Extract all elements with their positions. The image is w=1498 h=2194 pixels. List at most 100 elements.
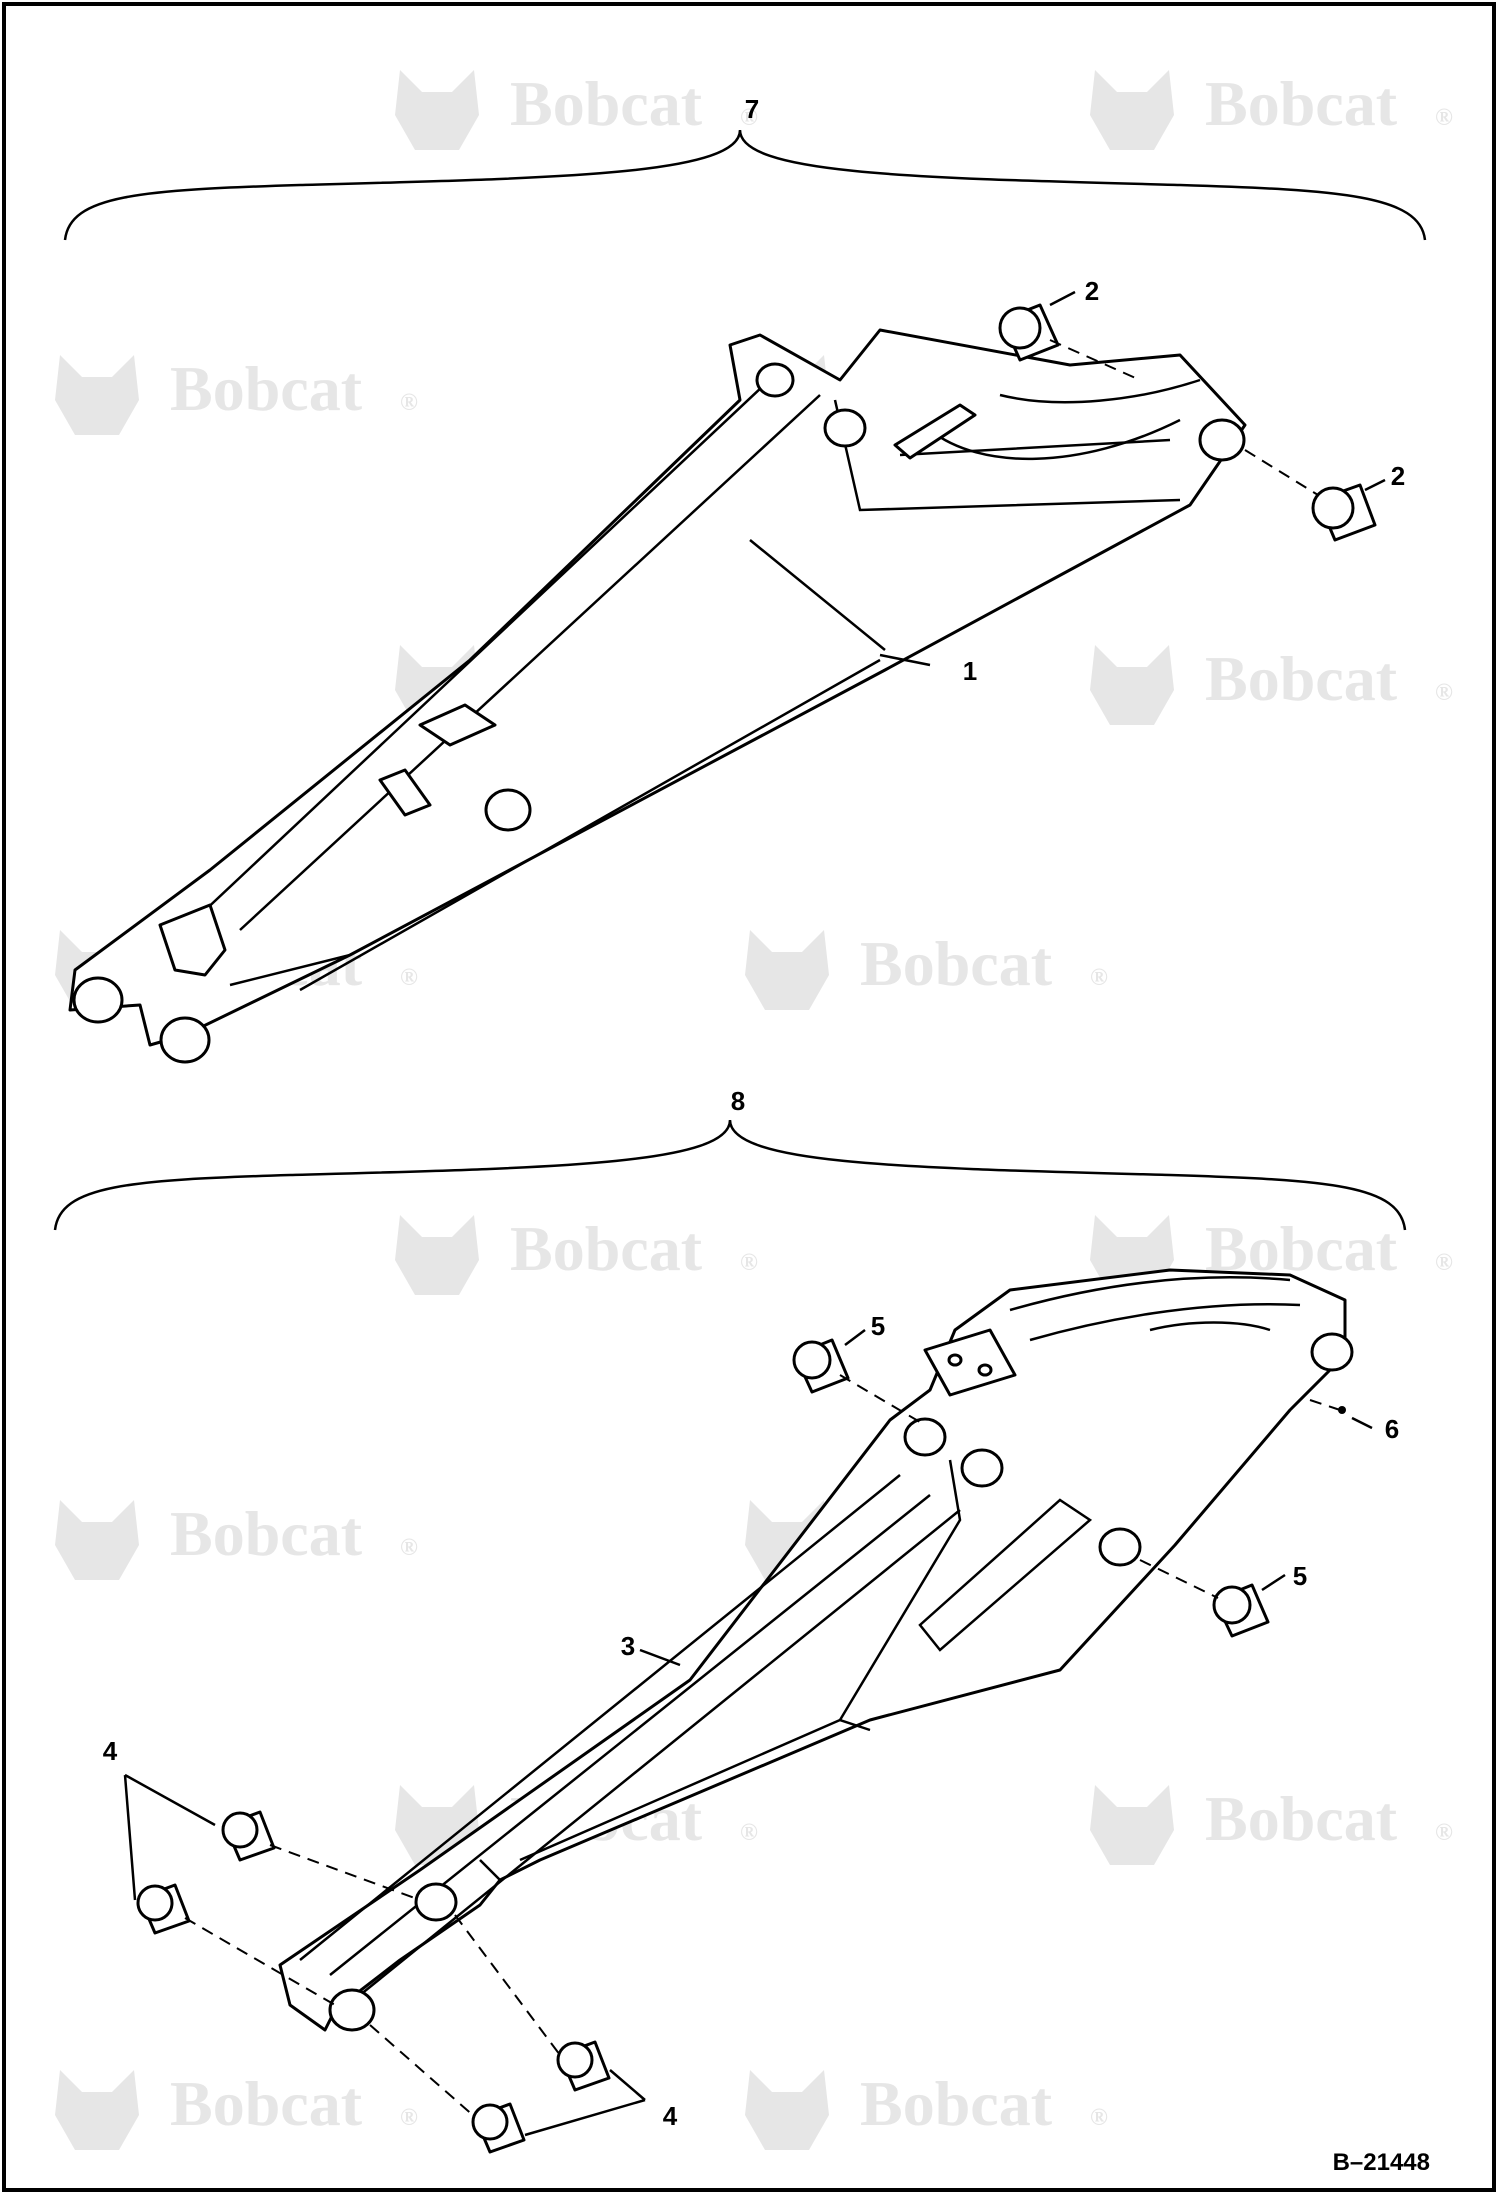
bushing-5-top-axis — [839, 1374, 926, 1426]
watermark-tile: Bobcat® — [1090, 68, 1453, 150]
callout-1: 1 — [963, 656, 977, 686]
watermark-emblem-icon — [745, 2070, 829, 2150]
boom-1-mid-bushing — [484, 788, 532, 832]
watermark-tile: Bobcat ® — [55, 1498, 418, 1580]
watermark-emblem-icon — [1090, 1785, 1174, 1865]
watermark-tile: Bobcat ® — [395, 1213, 758, 1295]
arm-3-end-pivot — [1310, 1332, 1354, 1372]
callout-2b: 2 — [1391, 461, 1405, 491]
bushing-5-top — [792, 1338, 850, 1394]
watermark-emblem-icon — [395, 1215, 479, 1295]
bushing-4-b — [136, 1883, 191, 1935]
boom-1-end-bracket — [158, 903, 227, 977]
watermark-tile: Bobcat ® — [1090, 1783, 1453, 1865]
watermark-tile: Bobcat ® — [1090, 643, 1453, 725]
callout-2a: 2 — [1085, 276, 1099, 306]
watermark-brand: Bobcat — [170, 1498, 363, 1569]
watermark-brand: Bobcat — [860, 2068, 1053, 2139]
bushing-5-bottom — [1212, 1583, 1270, 1638]
watermark-mark: ® — [1435, 1250, 1453, 1276]
callout-4a-leader — [123, 1773, 216, 1901]
watermark-brand: Bobcat — [510, 1213, 703, 1284]
document-number: B–21448 — [1333, 2149, 1430, 2176]
boom-1-bottom-edge — [229, 658, 881, 992]
callout-6-leader — [1351, 1416, 1373, 1430]
watermark-brand: Bobcat — [860, 928, 1053, 999]
arm-3-body — [278, 1268, 1347, 2032]
watermark-tile: Bobcat ® — [745, 2068, 1108, 2150]
boom-1-end-pivot — [1198, 418, 1246, 462]
bushing-4-c — [556, 2040, 611, 2092]
watermark-mark: ® — [1090, 965, 1108, 991]
boom-1-foot-pivot-left — [72, 976, 124, 1024]
arm-3-foot-pivot — [328, 1988, 376, 2032]
callout-3: 3 — [621, 1631, 635, 1661]
callout-4a: 4 — [103, 1736, 118, 1766]
arm-3-tab-hole-2 — [977, 1363, 993, 1377]
boom-1-top-pivot — [755, 362, 795, 398]
assembly-7-callout: 7 — [745, 94, 759, 124]
watermark-emblem-icon — [55, 355, 139, 435]
watermark-brand: Bobcat — [1205, 68, 1398, 139]
callout-5b-leader — [1261, 1573, 1286, 1592]
arm-3-mid-bushing — [414, 1882, 458, 1922]
part-6-axis — [1309, 1399, 1341, 1411]
callout-1-leader — [879, 653, 931, 667]
watermark-brand: Bobcat — [1205, 643, 1398, 714]
callout-2b-leader — [1364, 478, 1386, 492]
arm-3-lower-edge — [479, 1718, 841, 1881]
watermark-mark: ® — [740, 105, 758, 131]
watermark-emblem-icon — [395, 70, 479, 150]
boom-1-foot-pivot-right — [159, 1016, 211, 1064]
watermark-mark: ® — [740, 1250, 758, 1276]
bushing-2-right-axis — [1244, 449, 1319, 496]
arm-3-head-pivot-left — [903, 1417, 947, 1457]
watermark-brand: Bobcat — [170, 353, 363, 424]
callout-4b: 4 — [663, 2101, 678, 2131]
watermark-brand: Bobcat — [510, 68, 703, 139]
watermark-mark: ® — [740, 1820, 758, 1846]
bushing-5-bottom-axis — [1139, 1559, 1219, 1599]
bushing-2-top-axis — [1049, 339, 1141, 381]
bushing-2-top — [998, 303, 1060, 362]
bushing-4-b-axis — [184, 1917, 336, 2006]
arm-3-curved-top — [1009, 1276, 1301, 1342]
callout-6: 6 — [1385, 1414, 1399, 1444]
callout-2a-leader — [1049, 290, 1076, 307]
watermark-emblem-icon — [745, 930, 829, 1010]
watermark-emblem-icon — [1090, 70, 1174, 150]
boom-1-head-pivot — [823, 408, 867, 448]
arm-3-tab-hole-1 — [947, 1353, 963, 1367]
watermark-mark: ® — [1435, 1820, 1453, 1846]
watermark-brand: Bobcat — [1205, 1783, 1398, 1854]
watermark-mark: ® — [400, 390, 418, 416]
watermark-tile: Bobcat ® — [55, 2068, 418, 2150]
watermark-mark: ® — [400, 1535, 418, 1561]
watermark-mark: ® — [1435, 680, 1453, 706]
boom-1-curved-lug — [929, 378, 1201, 461]
watermark-tile: Bobcat ® — [55, 353, 418, 435]
watermark-emblem-icon — [1090, 645, 1174, 725]
callout-4b-leader — [524, 2069, 646, 2137]
part-6-fitting — [1338, 1406, 1346, 1414]
watermark-mark: ® — [400, 2105, 418, 2131]
assembly-7: 7 1 2 — [63, 94, 1427, 1064]
watermark-tile: Bobcat ® — [745, 928, 1108, 1010]
boom-1-tab — [893, 403, 977, 460]
assembly-7-brace — [63, 129, 1427, 241]
bushing-4-a — [221, 1810, 276, 1862]
boom-1-top-rail — [199, 369, 886, 931]
arm-3-bracket-pivot — [1098, 1527, 1142, 1567]
boom-1-rail-bracket — [378, 768, 432, 817]
bushing-4-d-axis — [369, 2024, 476, 2118]
arm-3-head-pivot-right — [960, 1448, 1004, 1488]
watermark-mark: ® — [1090, 2105, 1108, 2131]
watermark-emblem-icon — [55, 2070, 139, 2150]
assembly-8-brace — [53, 1119, 1407, 1231]
watermark-brand: Bobcat — [170, 2068, 363, 2139]
arm-3-top-tab — [923, 1328, 1017, 1397]
bushing-4-c-axis — [454, 1914, 561, 2056]
callout-5b: 5 — [1293, 1561, 1307, 1591]
